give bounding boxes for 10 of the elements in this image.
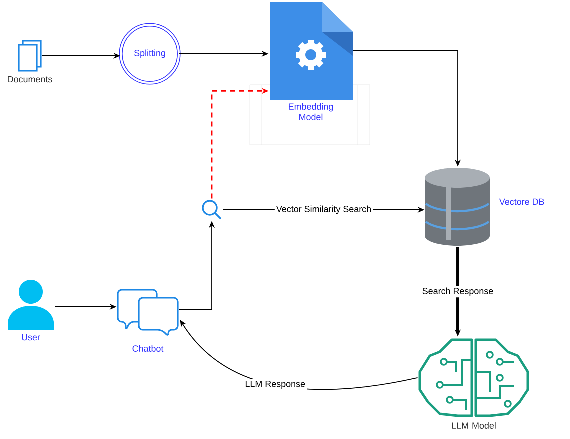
node-label: User <box>22 334 40 341</box>
node-label: Chatbot <box>132 345 164 352</box>
node-label: Documents <box>8 76 52 83</box>
edge-label: Search Response <box>422 288 494 296</box>
node-label: Embedding Model <box>289 103 334 120</box>
edge-label: Vector Similarity Search <box>276 206 371 214</box>
edge-label: LLM Response <box>246 380 306 389</box>
search-icon <box>202 200 222 220</box>
node-label: Vectore DB <box>499 198 544 206</box>
node-label: LLM Model <box>452 422 496 429</box>
